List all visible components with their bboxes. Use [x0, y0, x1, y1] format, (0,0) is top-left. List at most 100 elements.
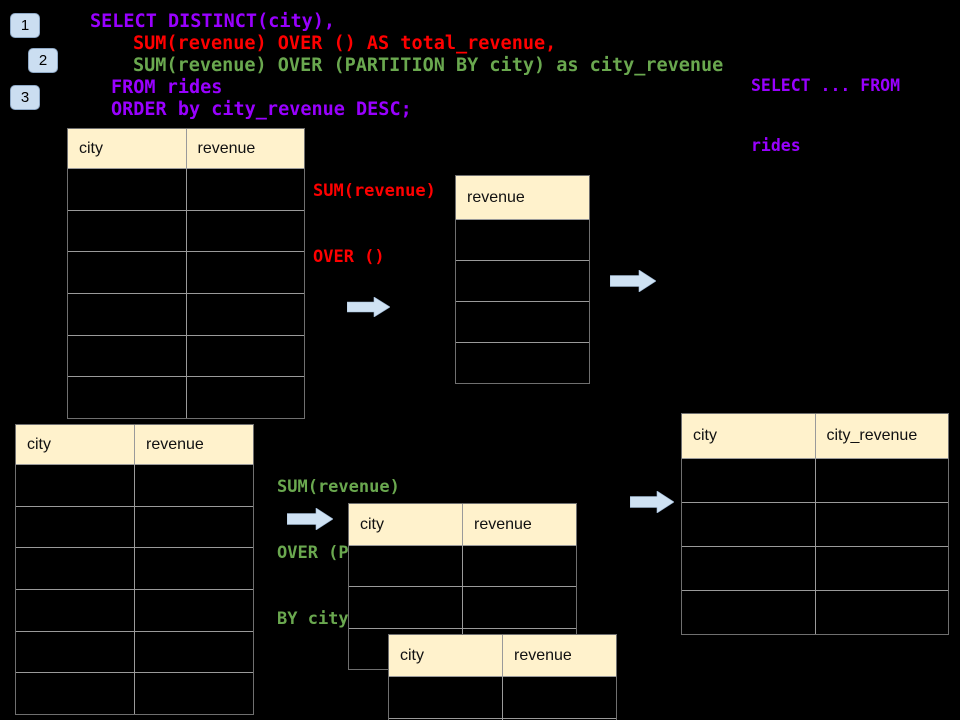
table-row	[456, 219, 589, 260]
table-cell	[134, 465, 253, 506]
sql-line-total: SUM(revenue) OVER () AS total_revenue,	[133, 33, 557, 54]
flow-arrow-source-to-partition	[287, 508, 333, 530]
label-partition-line-1: SUM(revenue)	[277, 477, 400, 497]
table-cell	[682, 503, 815, 546]
table-row	[456, 342, 589, 383]
column-header: city	[27, 435, 51, 453]
table-cell	[462, 546, 576, 587]
table-row	[456, 260, 589, 301]
table-row	[682, 502, 948, 546]
column-header: city	[79, 139, 103, 157]
step-badge-3: 3	[10, 85, 40, 110]
table-row	[68, 376, 305, 419]
table-cell	[462, 587, 576, 628]
table-cell	[349, 546, 462, 586]
column-header: revenue	[185, 129, 305, 168]
table-cell	[389, 677, 502, 718]
table-cell	[134, 590, 253, 631]
label-total-line-1: SUM(revenue)	[313, 181, 436, 201]
table-header-row: city revenue	[16, 425, 253, 464]
sql-line-partition: SUM(revenue) OVER (PARTITION BY city) as…	[133, 55, 724, 76]
table-row	[389, 676, 616, 718]
flow-arrow-total-out	[610, 270, 656, 292]
table-row	[16, 547, 253, 590]
table-row	[16, 464, 253, 506]
table-row	[68, 168, 304, 210]
table-source-bottom: city revenue	[15, 424, 254, 716]
table-cell	[134, 631, 253, 673]
table-row	[68, 251, 305, 294]
label-total-revenue: SUM(revenue) OVER ()	[313, 136, 436, 312]
table-row	[16, 672, 253, 715]
table-cell	[185, 169, 305, 210]
table-row	[68, 293, 304, 335]
table-cell	[16, 590, 134, 631]
table-header-row: city revenue	[349, 504, 576, 545]
column-header: city	[360, 515, 384, 533]
label-total-line-2: OVER ()	[313, 247, 385, 267]
table-cell	[16, 507, 134, 548]
table-cell	[185, 294, 305, 335]
table-row	[68, 209, 305, 252]
table-header-row: city revenue	[389, 635, 616, 676]
table-cell	[68, 169, 186, 210]
table-header-row: revenue	[456, 176, 589, 219]
column-header: revenue	[134, 425, 253, 464]
side-note: SELECT ... FROM rides	[751, 36, 900, 196]
flow-arrow-partition-to-result	[630, 491, 674, 513]
table-row	[16, 505, 253, 548]
table-cell	[814, 591, 949, 634]
table-partition-overlay: city revenue	[388, 634, 617, 720]
table-cell	[16, 465, 134, 506]
table-cell	[185, 377, 305, 419]
column-header: city	[693, 427, 717, 444]
step-badge-1: 1	[10, 13, 40, 38]
table-cell	[134, 548, 253, 590]
table-header-row: city city_revenue	[682, 414, 948, 458]
side-note-line-2: rides	[751, 136, 801, 155]
step-badge-2: 2	[28, 48, 58, 73]
table-row	[349, 586, 576, 628]
table-row	[16, 589, 253, 631]
column-header: city	[400, 646, 424, 664]
table-cell	[68, 294, 186, 335]
table-cell	[68, 377, 186, 418]
table-cell	[68, 252, 186, 293]
table-row	[349, 545, 576, 587]
table-cell	[814, 547, 949, 590]
table-row	[16, 630, 253, 673]
column-header: revenue	[462, 504, 576, 545]
table-cell	[814, 459, 949, 502]
table-cell	[456, 261, 589, 301]
table-cell	[456, 220, 589, 260]
table-row	[682, 546, 948, 590]
table-cell	[68, 211, 186, 252]
table-result-right: city city_revenue	[681, 413, 949, 635]
table-row	[456, 301, 589, 342]
table-row	[68, 334, 305, 377]
table-cell	[185, 210, 305, 252]
table-cell	[682, 591, 815, 634]
column-header: revenue	[502, 635, 616, 676]
table-row	[682, 590, 948, 634]
table-cell	[185, 335, 305, 377]
table-cell	[185, 252, 305, 294]
column-header: revenue	[467, 188, 525, 206]
table-cell	[502, 677, 616, 718]
table-cell	[456, 302, 589, 342]
table-cell	[682, 459, 815, 502]
table-cell	[16, 548, 134, 589]
sql-line-from: FROM rides	[111, 77, 223, 98]
table-cell	[68, 336, 186, 377]
table-cell	[16, 673, 134, 714]
label-partition-line-3: BY city)	[277, 609, 359, 629]
table-cell	[134, 673, 253, 715]
table-cell	[456, 343, 589, 383]
sql-line-select: SELECT DISTINCT(city),	[90, 11, 336, 32]
table-cell	[682, 547, 815, 590]
sql-line-order: ORDER by city_revenue DESC;	[111, 99, 412, 120]
table-source-top: city revenue	[67, 128, 305, 420]
table-cell	[16, 632, 134, 673]
column-header: city_revenue	[814, 414, 949, 458]
